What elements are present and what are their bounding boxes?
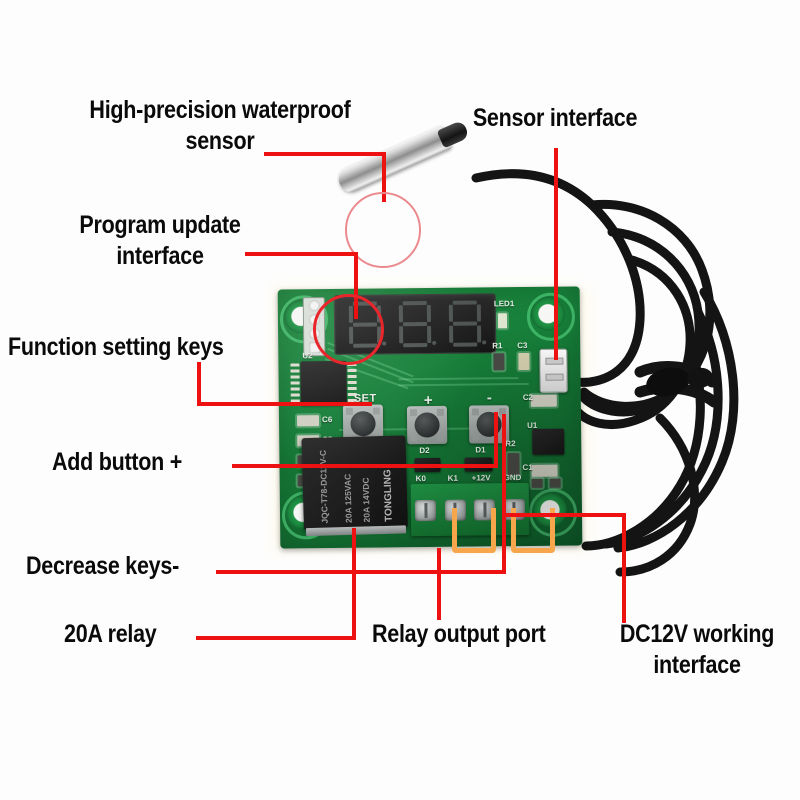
voltage-regulator-u1 bbox=[532, 428, 565, 455]
leader-relay-v bbox=[352, 528, 356, 638]
silk-c3: C3 bbox=[517, 340, 528, 351]
leader-program-h bbox=[245, 252, 358, 256]
ic-u2-microcontroller bbox=[300, 360, 347, 406]
leader-dc12v-h bbox=[506, 513, 626, 517]
label-program-line1: Program update bbox=[79, 211, 241, 239]
label-sensor-interface-line1: Sensor interface bbox=[472, 104, 638, 132]
silk-c6: C6 bbox=[321, 415, 333, 425]
relay-rating-1: 20A 125VAC bbox=[342, 473, 354, 524]
plus-button[interactable] bbox=[406, 405, 448, 445]
silk-12v: +12V bbox=[471, 473, 491, 483]
label-dc12v: DC12V working interface bbox=[608, 619, 785, 680]
cap-c3 bbox=[518, 352, 530, 371]
label-add-button: Add button + bbox=[52, 447, 182, 478]
leader-add-h bbox=[232, 464, 498, 468]
silk-c2: C2 bbox=[522, 392, 534, 403]
label-decrease-keys-line1: Decrease keys- bbox=[26, 552, 179, 580]
label-program: Program update interface bbox=[48, 210, 272, 271]
leader-dc12v-v bbox=[622, 513, 626, 623]
leader-relay-h bbox=[196, 636, 356, 640]
silk-c1: C1 bbox=[522, 462, 533, 473]
silk-k1: K1 bbox=[447, 473, 458, 483]
dc12v-bracket bbox=[511, 508, 555, 553]
relay-rating-2: 20A 14VDC bbox=[360, 477, 372, 523]
smd-r-right-2 bbox=[549, 478, 561, 488]
silk-k0: K0 bbox=[415, 474, 426, 484]
leader-sensor-v bbox=[382, 152, 386, 202]
res-r1 bbox=[493, 353, 505, 371]
leader-add-v bbox=[494, 412, 498, 466]
relay-brand: TONGLING bbox=[382, 469, 395, 522]
leader-dec-h bbox=[216, 570, 506, 574]
label-sensor-line1: High-precision waterproof bbox=[89, 96, 351, 124]
led1 bbox=[497, 313, 508, 329]
leader-function-h bbox=[197, 402, 372, 406]
label-program-line2: interface bbox=[116, 241, 204, 270]
label-dc12v-line1: DC12V working bbox=[619, 620, 775, 648]
silk-u1: U1 bbox=[527, 420, 538, 430]
label-relay-line1: 20A relay bbox=[64, 620, 157, 648]
leader-sensorport-v bbox=[554, 148, 558, 360]
silk-minus: - bbox=[486, 389, 493, 407]
label-relay-output-line1: Relay output port bbox=[372, 620, 546, 648]
highlight-circle-probe bbox=[345, 192, 421, 268]
leader-function-v bbox=[197, 362, 201, 406]
label-decrease-keys: Decrease keys- bbox=[26, 551, 179, 582]
silk-plus: + bbox=[423, 391, 434, 410]
relay-output-bracket bbox=[452, 508, 496, 553]
trace-5 bbox=[398, 382, 529, 387]
silk-r2: R2 bbox=[505, 439, 516, 449]
silk-r1: R1 bbox=[492, 341, 503, 351]
silk-u2: U2 bbox=[302, 351, 313, 361]
cap-c6 bbox=[296, 415, 320, 427]
label-add-button-line1: Add button + bbox=[52, 448, 183, 476]
relay-20a: JQC-T78-DC12V-C 20A 125VAC 20A 14VDC TON… bbox=[301, 435, 408, 531]
label-function-keys-line1: Function setting keys bbox=[8, 333, 224, 361]
silk-d1: D1 bbox=[475, 445, 486, 455]
u2-pins-left bbox=[290, 363, 300, 404]
jst-pin-2 bbox=[545, 373, 564, 381]
highlight-circle-program bbox=[313, 294, 384, 365]
label-sensor: High-precision waterproof sensor bbox=[48, 95, 392, 156]
trace-4 bbox=[398, 377, 519, 381]
label-sensor-line2: sensor bbox=[185, 126, 255, 155]
silk-d2: D2 bbox=[419, 446, 430, 456]
label-relay-output: Relay output port bbox=[372, 619, 546, 650]
terminal-screw-k0[interactable] bbox=[415, 499, 437, 521]
label-sensor-interface: Sensor interface bbox=[456, 103, 654, 134]
silk-gnd: GND bbox=[503, 473, 522, 483]
digit-3 bbox=[447, 300, 487, 347]
relay-part-number: JQC-T78-DC12V-C bbox=[317, 449, 330, 524]
pad-ring-tr bbox=[526, 292, 576, 341]
label-function-keys: Function setting keys bbox=[8, 332, 224, 363]
leader-dec-v bbox=[502, 414, 506, 572]
label-dc12v-line2: interface bbox=[653, 650, 741, 679]
res-r2 bbox=[507, 453, 520, 476]
leader-program-v bbox=[354, 252, 358, 319]
silk-led1: LED1 bbox=[493, 299, 515, 309]
leader-sensor-h bbox=[264, 152, 386, 156]
smd-r-right-1 bbox=[531, 478, 543, 488]
cap-c2 bbox=[530, 394, 557, 407]
label-relay: 20A relay bbox=[64, 619, 157, 650]
leader-relayout-v bbox=[437, 548, 441, 620]
cap-c1 bbox=[531, 464, 558, 477]
digit-2 bbox=[397, 301, 437, 348]
